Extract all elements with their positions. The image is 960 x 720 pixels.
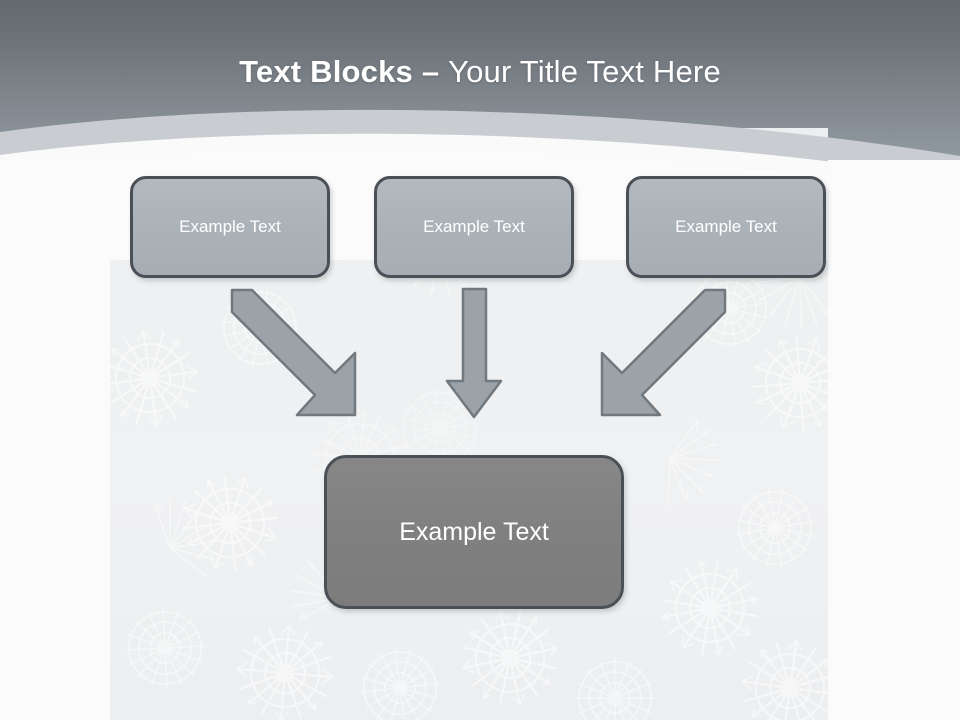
- page-title-normal: Your Title Text Here: [448, 54, 721, 89]
- text-block-2[interactable]: Example Text: [374, 176, 574, 278]
- text-block-result-label: Example Text: [399, 517, 549, 546]
- text-block-3-label: Example Text: [675, 217, 777, 236]
- page-title-separator: –: [421, 54, 449, 89]
- text-block-1[interactable]: Example Text: [130, 176, 330, 278]
- page-title: Text Blocks – Your Title Text Here: [0, 53, 960, 91]
- text-block-2-label: Example Text: [423, 217, 525, 236]
- left-gutter: [0, 160, 110, 720]
- text-block-3[interactable]: Example Text: [626, 176, 826, 278]
- text-block-1-label: Example Text: [179, 217, 281, 236]
- page-title-strong: Text Blocks: [239, 54, 422, 89]
- text-block-result[interactable]: Example Text: [324, 455, 624, 609]
- right-gutter: [828, 160, 960, 720]
